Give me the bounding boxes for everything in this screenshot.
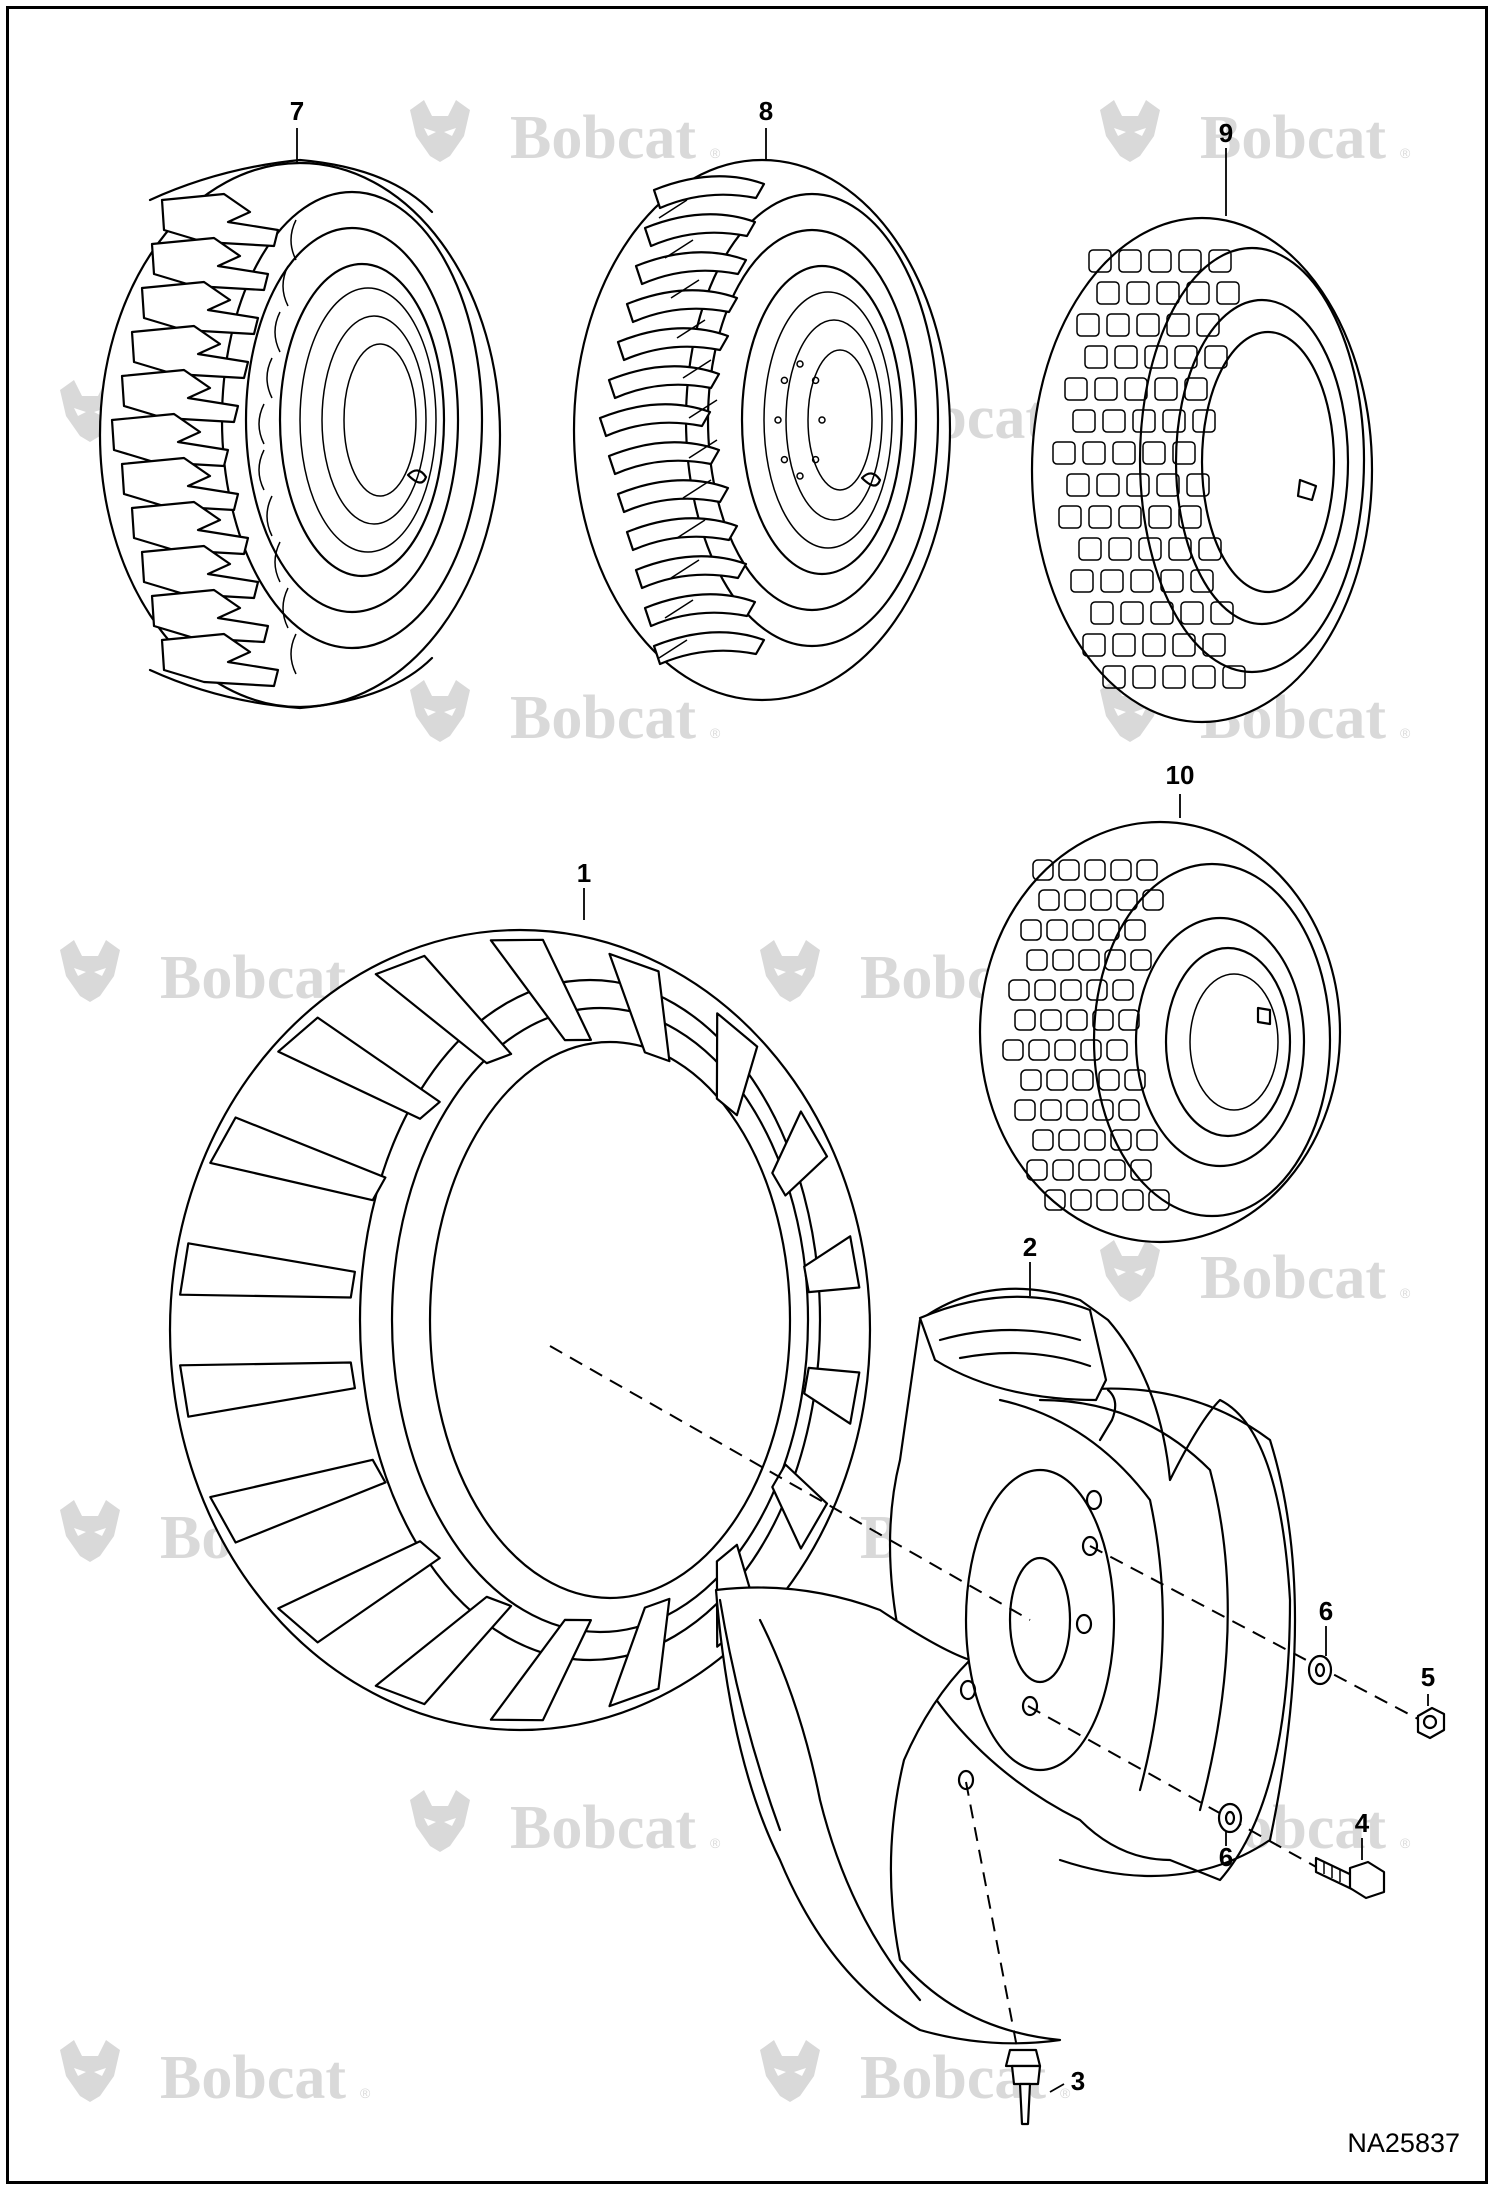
svg-text:Bobcat: Bobcat bbox=[1200, 104, 1386, 172]
svg-text:Bobcat: Bobcat bbox=[510, 104, 696, 172]
svg-text:®: ® bbox=[710, 1835, 721, 1851]
callout-2: 2 bbox=[1023, 1232, 1037, 1262]
nut-5 bbox=[1416, 1706, 1446, 1740]
drawing-id: NA25837 bbox=[1347, 2128, 1460, 2158]
rim-2-wheel bbox=[714, 1287, 1297, 2045]
stud-centerline-upper bbox=[1089, 1545, 1421, 1721]
washer-6-lower bbox=[1217, 1802, 1243, 1834]
callout-7: 7 bbox=[290, 96, 304, 126]
svg-text:®: ® bbox=[1400, 145, 1411, 161]
callout-6-lower: 6 bbox=[1219, 1842, 1233, 1872]
watermark: Bobcat ® bbox=[410, 1790, 721, 1862]
tire-10-all-terrain bbox=[978, 820, 1342, 1244]
callout-4: 4 bbox=[1355, 1808, 1370, 1838]
tire-1-lug bbox=[168, 928, 872, 1732]
svg-text:Bobcat: Bobcat bbox=[510, 684, 696, 752]
svg-text:Bobcat: Bobcat bbox=[510, 1794, 696, 1862]
callout-3: 3 bbox=[1071, 2066, 1085, 2096]
callout-10: 10 bbox=[1166, 760, 1195, 790]
watermark: Bobcat ® bbox=[1100, 1240, 1411, 1312]
axle-centerline bbox=[549, 1345, 1031, 1621]
watermark: Bobcat® bbox=[60, 940, 371, 1012]
svg-text:®: ® bbox=[360, 2085, 371, 2101]
svg-text:Bobcat: Bobcat bbox=[160, 944, 346, 1012]
svg-text:®: ® bbox=[1400, 725, 1411, 741]
svg-text:®: ® bbox=[1400, 1835, 1411, 1851]
valve-stem-3 bbox=[1004, 2048, 1042, 2126]
tire-7-industrial bbox=[98, 158, 502, 710]
tire-9-turf bbox=[1030, 216, 1374, 724]
watermark: Bobcat ® bbox=[1100, 100, 1411, 172]
svg-text:Bobcat: Bobcat bbox=[160, 2044, 346, 2112]
stud-centerline-lower bbox=[1027, 1705, 1319, 1869]
callout-leaders bbox=[296, 128, 1429, 2093]
watermark: Bobcat ® bbox=[410, 100, 721, 172]
callout-5: 5 bbox=[1421, 1662, 1435, 1692]
valve-centerline bbox=[965, 1781, 1025, 2085]
callout-8: 8 bbox=[759, 96, 773, 126]
bolt-4 bbox=[1314, 1856, 1386, 1900]
svg-text:®: ® bbox=[1060, 2085, 1071, 2101]
svg-text:®: ® bbox=[1400, 1285, 1411, 1301]
watermark: Bobcat ® bbox=[60, 2040, 371, 2112]
svg-text:Bobcat: Bobcat bbox=[1200, 1244, 1386, 1312]
callout-6-upper: 6 bbox=[1319, 1596, 1333, 1626]
washer-6-upper bbox=[1307, 1654, 1333, 1686]
svg-text:®: ® bbox=[710, 145, 721, 161]
callout-9: 9 bbox=[1219, 118, 1233, 148]
svg-text:®: ® bbox=[710, 725, 721, 741]
tire-8-agricultural bbox=[572, 158, 952, 702]
watermark: Bobcat ® bbox=[410, 680, 721, 752]
callout-1: 1 bbox=[577, 858, 591, 888]
